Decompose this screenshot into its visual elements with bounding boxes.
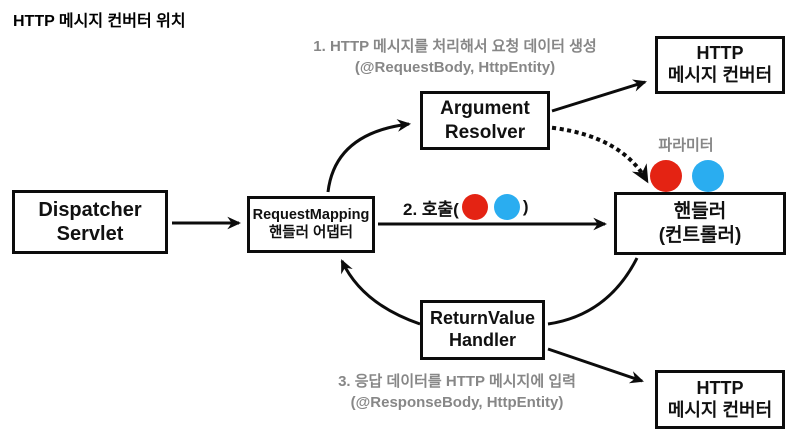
page-title: HTTP 메시지 컨버터 위치 (13, 13, 186, 30)
red-argument-dot-icon (461, 194, 488, 220)
box-label: Servlet (56, 223, 124, 245)
dispatcher-servlet-box: Dispatcher Servlet (12, 190, 168, 254)
box-label: RequestMapping (252, 206, 370, 223)
box-label: HTTP (696, 43, 744, 64)
annotation-step1-line1: 1. HTTP 메시지를 처리해서 요청 데이터 생성 (313, 38, 597, 55)
blue-parameter-dot (692, 160, 724, 192)
box-label: 핸들러 어댑터 (268, 224, 354, 241)
parameter-dots (650, 160, 724, 192)
box-label: 핸들러 (673, 201, 727, 223)
arrow-returnvalue-to-adapter (340, 259, 421, 326)
handler-controller-box: 핸들러 (컨트롤러) (614, 192, 786, 255)
box-label: 메시지 컨버터 (667, 65, 773, 85)
box-label: 메시지 컨버터 (667, 399, 773, 420)
box-label: HTTP (696, 377, 744, 398)
http-message-converter-top-box: HTTP 메시지 컨버터 (655, 36, 785, 94)
annotation-step1-line2: (@RequestBody, HttpEntity) (354, 59, 556, 77)
box-label: ReturnValue (429, 308, 536, 329)
annotation-step2: 2. 호출( ) (403, 192, 529, 222)
returnvalue-handler-box: ReturnValue Handler (420, 300, 545, 360)
blue-argument-dot (493, 194, 520, 220)
annotation-step3-line1: 3. 응답 데이터를 HTTP 메시지에 입력 (338, 373, 576, 390)
annotation-step2-prefix: 2. 호출( (403, 199, 459, 219)
red-parameter-dot (650, 160, 682, 192)
box-label: Resolver (444, 121, 526, 143)
box-label: (컨트롤러) (658, 224, 742, 246)
annotation-step2-suffix: ) (522, 197, 529, 216)
arrow-resolver-to-handler-dotted (551, 125, 650, 184)
parameter-label: 파라미터 (658, 137, 714, 154)
arrow-returnvalue-to-converter-bottom (547, 347, 644, 384)
box-label: Dispatcher (38, 198, 142, 221)
arrow-resolver-to-converter-top (551, 79, 647, 113)
annotation-step3: 3. 응답 데이터를 HTTP 메시지에 입력 (@ResponseBody, … (282, 371, 632, 414)
blue-argument-dot-icon (493, 194, 520, 220)
requestmapping-handler-adapter-box: RequestMapping 핸들러 어댑터 (247, 196, 375, 253)
red-argument-dot (461, 194, 488, 220)
box-label: Handler (448, 330, 517, 350)
box-label: Argument (440, 98, 530, 120)
arrow-adapter-to-resolver (326, 119, 412, 193)
http-message-converter-bottom-box: HTTP 메시지 컨버터 (655, 370, 785, 429)
annotation-step1: 1. HTTP 메시지를 처리해서 요청 데이터 생성 (@RequestBod… (280, 36, 630, 79)
argument-resolver-box: Argument Resolver (420, 91, 550, 150)
line-handler-to-returnvalue (547, 257, 639, 326)
annotation-step3-line2: (@ResponseBody, HttpEntity) (350, 394, 564, 412)
